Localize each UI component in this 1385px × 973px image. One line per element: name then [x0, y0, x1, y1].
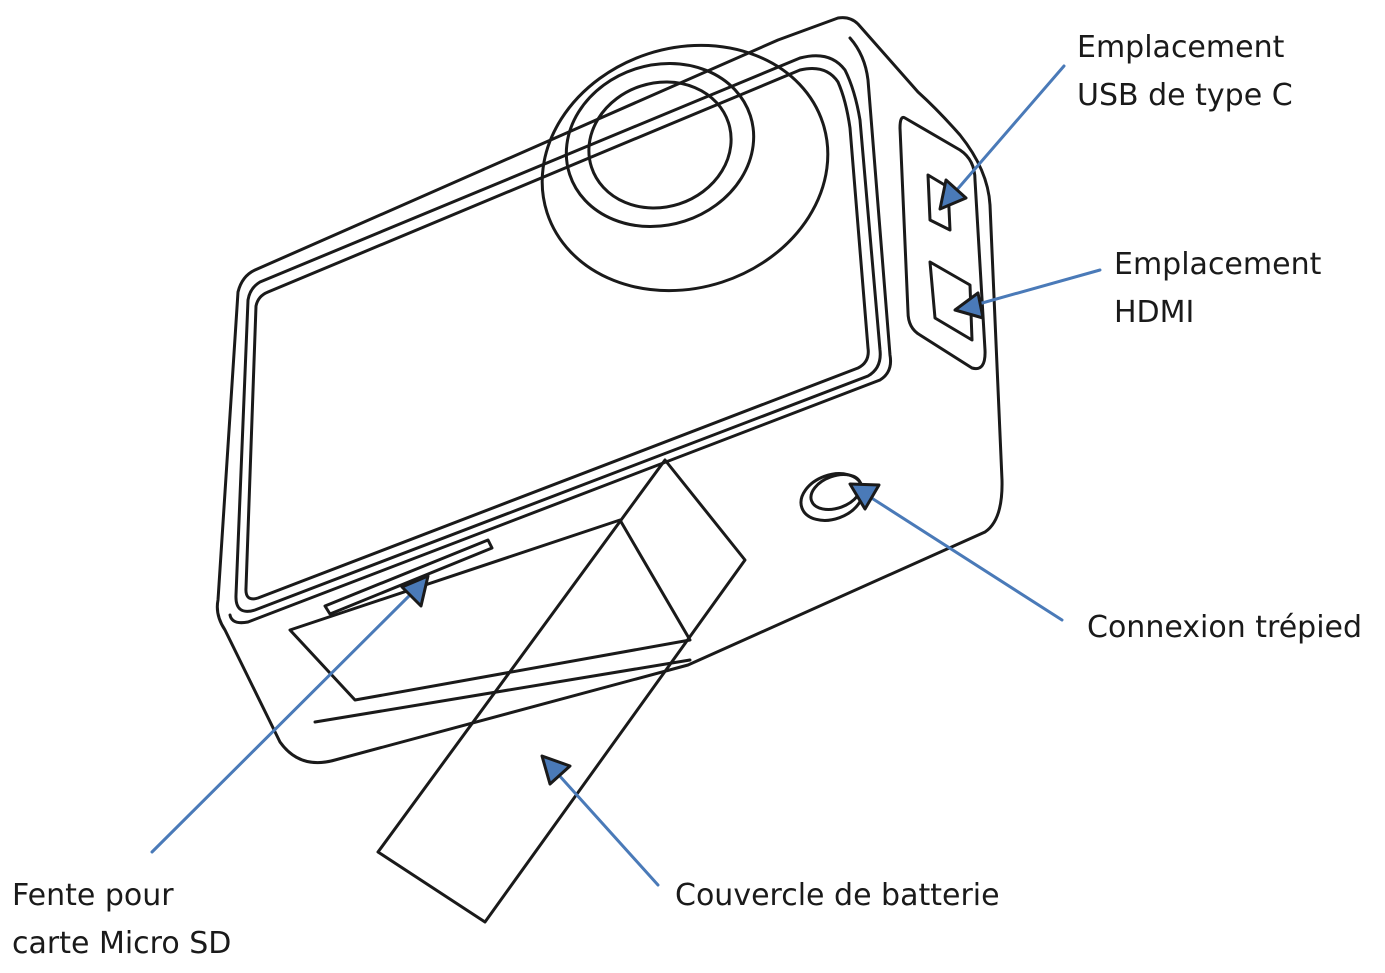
label-sd-line1: Fente pour [12, 878, 174, 913]
arrow-tripod [868, 495, 1064, 622]
arrow-sd-head [400, 574, 430, 608]
micro-sd-slot [323, 538, 494, 616]
label-battery-cover: Couvercle de batterie [675, 872, 1000, 920]
camera-lens-ring [564, 61, 756, 229]
battery-compartment [288, 518, 692, 702]
hdmi-port [928, 260, 974, 342]
label-hdmi-line2: HDMI [1114, 295, 1195, 330]
label-usb-line2: USB de type C [1077, 78, 1293, 113]
arrow-battery [555, 771, 660, 887]
battery-cover [376, 458, 747, 924]
camera-body-outline [215, 16, 1004, 765]
label-tripod-connection: Connexion trépied [1087, 604, 1362, 652]
arrow-battery-head [540, 754, 572, 786]
camera-screen-edge [228, 36, 892, 625]
camera-screen [234, 54, 882, 613]
label-sd-line2: carte Micro SD [12, 926, 232, 961]
arrow-hdmi [973, 268, 1102, 307]
usb-c-port [926, 173, 952, 232]
arrow-usb [953, 64, 1066, 194]
label-usb-line1: Emplacement [1077, 30, 1285, 65]
label-micro-sd-slot: Fente pour carte Micro SD [12, 872, 231, 968]
camera-screen-inner [244, 67, 870, 601]
arrow-hdmi-head [953, 291, 985, 320]
label-hdmi-line1: Emplacement [1114, 247, 1322, 282]
port-panel [898, 116, 987, 371]
label-tripod-line1: Connexion trépied [1087, 610, 1363, 645]
camera-lens-outer [540, 43, 830, 293]
label-usb-c-slot: Emplacement USB de type C [1077, 24, 1293, 120]
arrows [150, 64, 1102, 887]
label-hdmi-slot: Emplacement HDMI [1114, 241, 1321, 337]
label-battery-line1: Couvercle de batterie [675, 878, 1000, 913]
arrow-usb-head [938, 178, 968, 211]
arrow-tripod-head [848, 482, 881, 511]
camera-lens-glass [587, 80, 733, 210]
arrow-sd [150, 590, 415, 854]
battery-compartment-lip [313, 658, 692, 724]
